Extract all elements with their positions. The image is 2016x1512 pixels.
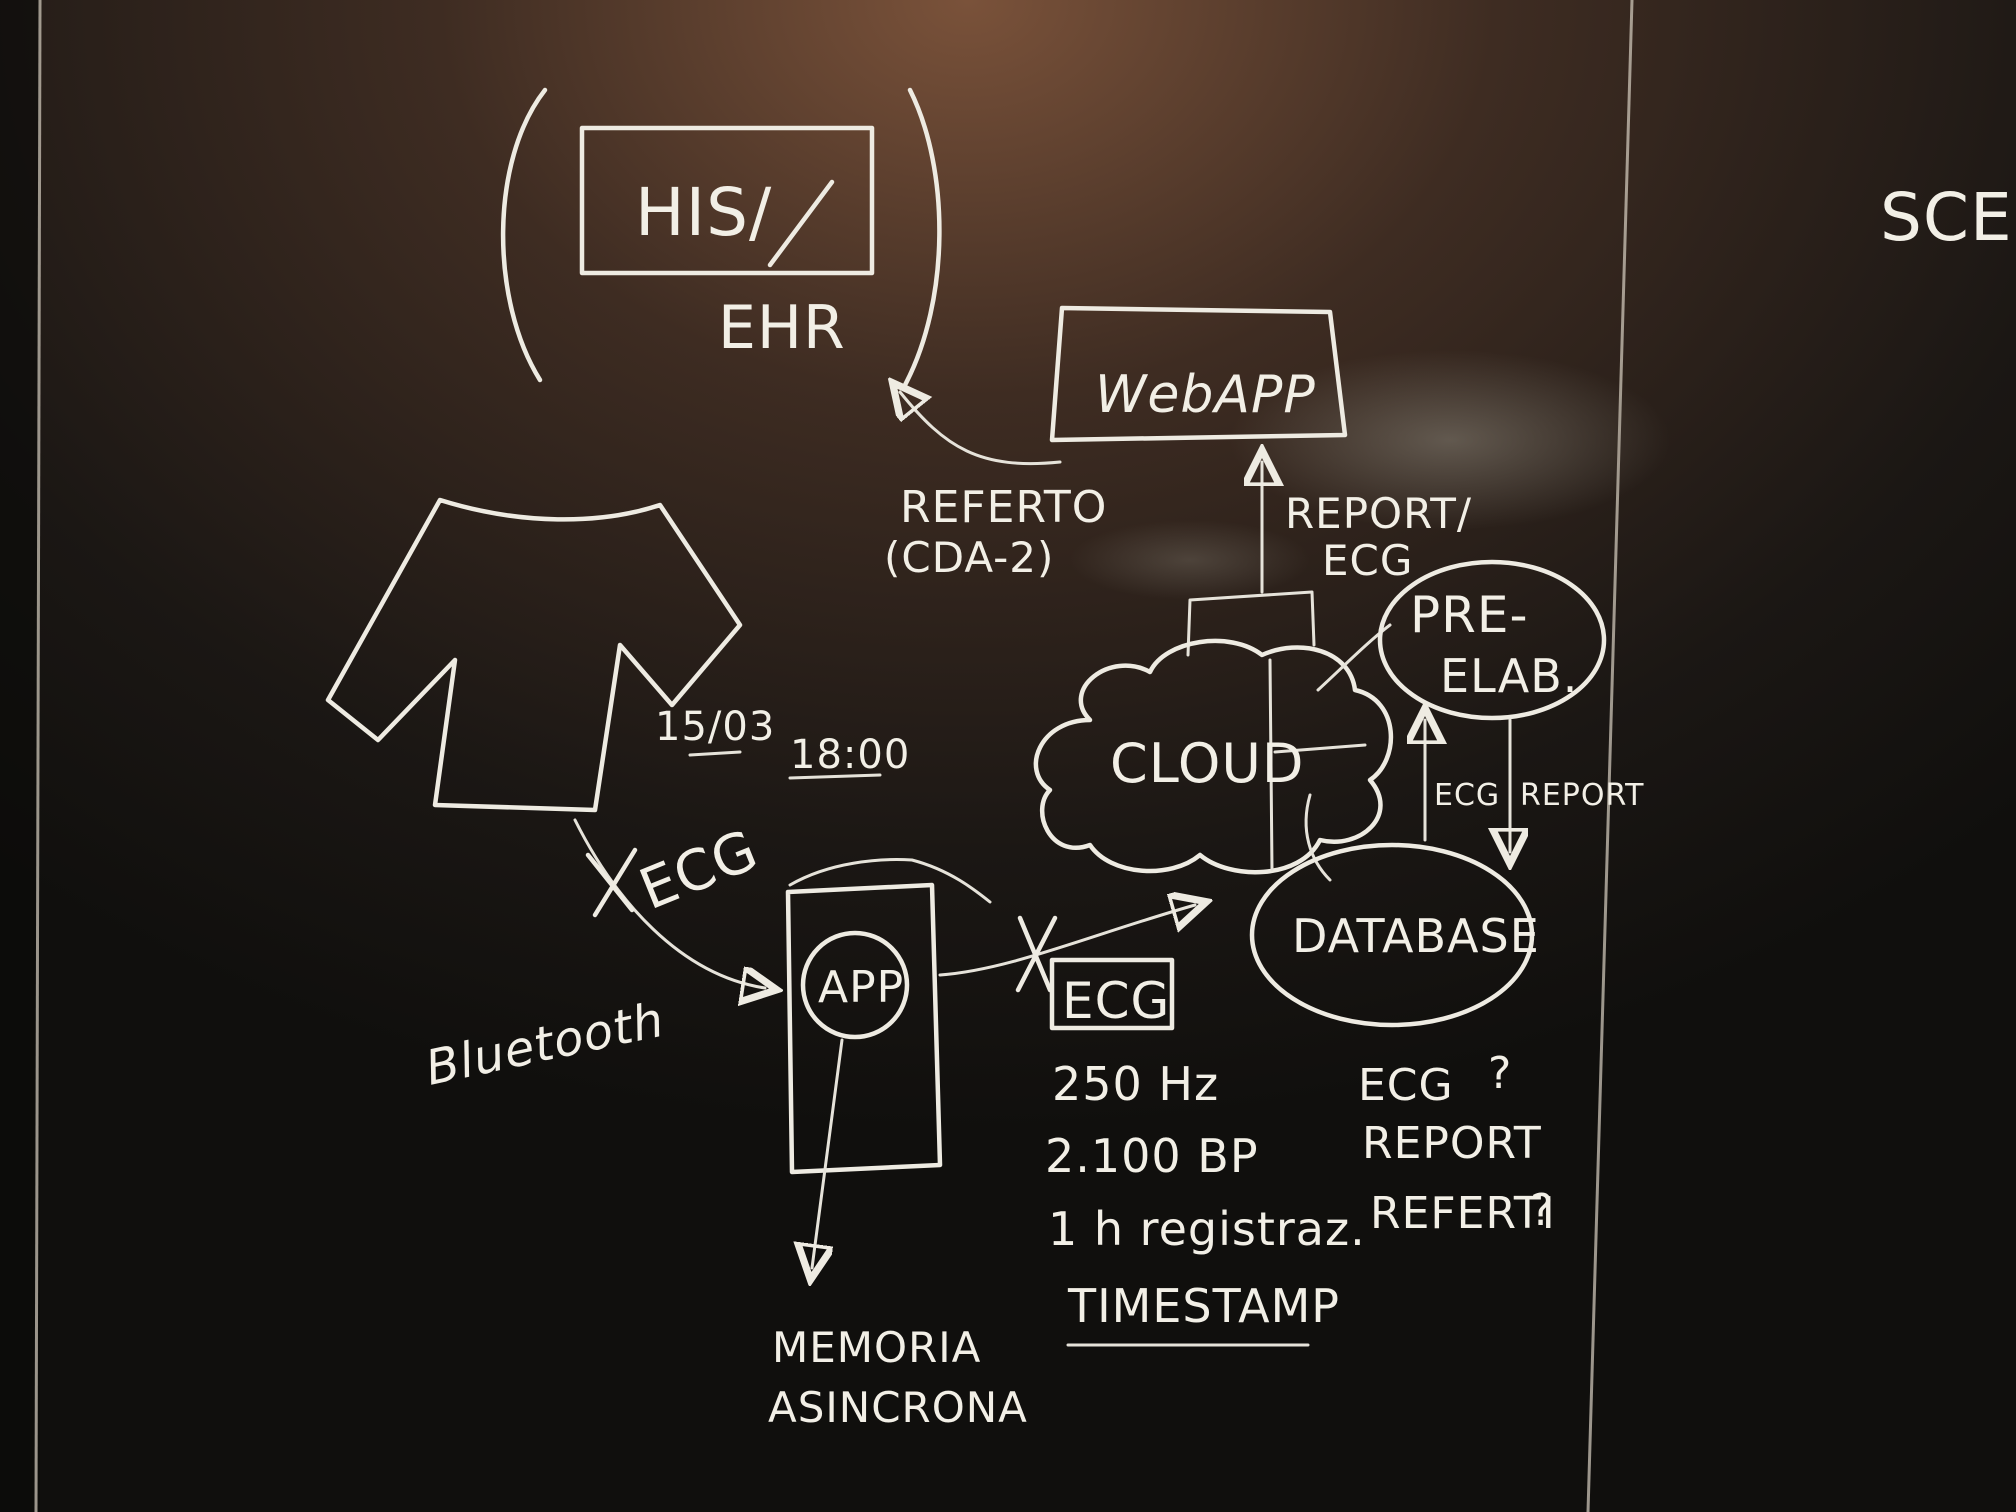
- ecg-spec-bp: 2.100 BP: [1045, 1129, 1259, 1183]
- his-box: [579, 125, 875, 276]
- db-note-ecg: ECG: [1358, 1060, 1454, 1111]
- app-label: APP: [818, 962, 904, 1013]
- ecg-spec-timestamp: TIMESTAMP: [1067, 1279, 1340, 1333]
- his-label: HIS/: [635, 174, 772, 251]
- his-ehr-slash: [767, 179, 835, 268]
- db-note-q1: ?: [1488, 1048, 1512, 1099]
- referto-line1: REFERTO: [900, 482, 1107, 533]
- board-panel-divider-right: [1586, 0, 1634, 1512]
- referto-line2: (CDA-2): [884, 533, 1054, 582]
- db-note-referti: REFERTI: [1370, 1188, 1556, 1239]
- ecg-up-label: ECG: [1434, 778, 1500, 813]
- cloud-group: CLOUD: [1033, 590, 1394, 882]
- scenario-cut-label: SCE: [1880, 179, 2013, 256]
- memoria-line1: MEMORIA: [772, 1323, 981, 1372]
- app-group: APP MEMORIA ASINCRONA: [768, 882, 1028, 1432]
- pre-elab-ellipse: [1377, 559, 1607, 721]
- cloud-to-preelab-link: [1316, 623, 1392, 692]
- cloud-label: CLOUD: [1110, 732, 1304, 795]
- wireless-cross: [1015, 915, 1058, 993]
- ecg-box: [1049, 957, 1175, 1031]
- shirt-date-underline: [688, 750, 742, 757]
- ecg-report-arrows-group: ECG REPORT: [1425, 720, 1645, 852]
- cloud-divider-vertical: [1268, 658, 1274, 872]
- shirt-time-underline: [788, 773, 882, 780]
- board-left-frame: [0, 0, 40, 1512]
- his-ehr-group: HIS/ EHR: [500, 87, 942, 388]
- app-to-cloud-arrow: [938, 905, 1195, 977]
- database-ellipse: [1249, 842, 1535, 1028]
- report-up-line1: REPORT/: [1285, 489, 1472, 538]
- report-ecg-up-group: REPORT/ ECG: [1262, 462, 1472, 594]
- database-label: DATABASE: [1292, 909, 1540, 963]
- database-group: DATABASE ECG ? REPORT REFERTI ?: [1249, 842, 1556, 1239]
- app-cloud-link-group: ECG 250 Hz 2.100 BP 1 h registraz. TIMES…: [788, 858, 1366, 1347]
- board-panel-divider-left: [34, 0, 42, 1512]
- ehr-label: EHR: [718, 293, 846, 363]
- left-parenthesis: [500, 87, 548, 383]
- shirt-to-app-arrow: [573, 818, 765, 988]
- webapp-box: [1049, 305, 1348, 443]
- db-note-q2: ?: [1530, 1185, 1554, 1236]
- app-circle: [800, 930, 910, 1040]
- webapp-to-his-arrow: [900, 392, 1062, 466]
- shirt-group: 15/03 18:00: [325, 497, 910, 813]
- webapp-label: WebAPP: [1095, 365, 1316, 425]
- memoria-line2: ASINCRONA: [768, 1383, 1028, 1432]
- webapp-group: WebAPP REFERTO (CDA-2): [884, 305, 1348, 582]
- cloud-shape: [1033, 638, 1394, 875]
- erase-smudge-2: [1070, 520, 1310, 600]
- cloud-divider-horizontal: [1273, 743, 1367, 754]
- pre-elab-group: PRE- ELAB.: [1377, 559, 1607, 721]
- pre-elab-line2: ELAB.: [1440, 649, 1578, 703]
- app-cloud-upper-arc: [788, 858, 992, 904]
- bluetooth-cross: [585, 847, 638, 918]
- pre-elab-line1: PRE-: [1410, 586, 1529, 644]
- shirt-time: 18:00: [790, 732, 910, 778]
- phone-outline: [785, 882, 943, 1175]
- report-down-label: REPORT: [1520, 778, 1645, 813]
- cloud-to-database-link: [1304, 793, 1332, 882]
- ecg-spec-rate: 250 Hz: [1052, 1057, 1219, 1111]
- ecg-spec-rec: 1 h registraz.: [1048, 1202, 1366, 1256]
- cloud-top-box: [1186, 590, 1316, 657]
- shirt-drawing: [325, 497, 743, 813]
- shirt-date: 15/03: [655, 704, 775, 750]
- ecg-box-label: ECG: [1062, 972, 1170, 1030]
- app-to-memoria-arrow: [812, 1038, 844, 1268]
- report-up-line2: ECG: [1322, 536, 1413, 585]
- right-parenthesis: [902, 87, 942, 388]
- db-note-report: REPORT: [1362, 1118, 1542, 1169]
